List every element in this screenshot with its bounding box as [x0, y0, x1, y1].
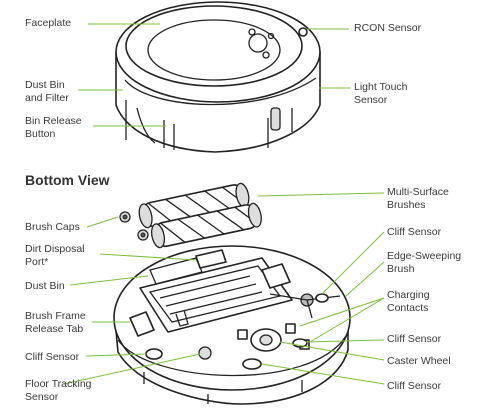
label-edge-sweeping-line1: Edge-Sweeping: [387, 250, 462, 262]
label-cliff-sensor-top-right: Cliff Sensor: [387, 226, 442, 238]
top-leader-lines: [78, 23, 350, 127]
label-bin-release-button: Bin Release Button: [25, 115, 82, 141]
label-floor-tracking-sensor: Floor Tracking Sensor: [25, 378, 92, 404]
light-touch-window: [270, 107, 281, 131]
label-floor-tracking-line1: Floor Tracking: [25, 378, 92, 390]
label-dirt-disposal-line1: Dirt Disposal: [25, 243, 85, 255]
rcon-sensor-shape: [298, 27, 308, 37]
bottom-view-robot: [113, 245, 351, 405]
label-brush-frame-line2: Release Tab: [25, 323, 84, 335]
section-title-bottom-view: Bottom View: [25, 172, 110, 188]
label-charging-contacts: Charging Contacts: [387, 289, 430, 315]
label-faceplate: Faceplate: [25, 17, 72, 29]
label-dust-bin: Dust Bin: [25, 280, 65, 292]
label-brush-frame-release-tab: Brush Frame Release Tab: [25, 310, 86, 336]
label-multi-surface-line2: Brushes: [387, 199, 426, 211]
bottom-leader-lines: [63, 192, 385, 385]
label-light-touch-line2: Sensor: [354, 94, 388, 106]
label-edge-sweeping-brush: Edge-Sweeping Brush: [387, 250, 461, 276]
label-multi-surface-brushes: Multi-Surface Brushes: [387, 186, 449, 212]
label-dust-bin-and-filter-line2: and Filter: [25, 92, 69, 104]
label-edge-sweeping-line2: Brush: [387, 263, 415, 275]
label-brush-frame-line1: Brush Frame: [25, 310, 86, 322]
label-brush-caps: Brush Caps: [25, 221, 80, 233]
label-bin-release-line2: Button: [25, 128, 56, 140]
label-light-touch-line1: Light Touch: [354, 81, 408, 93]
multi-surface-brushes: [119, 182, 262, 249]
label-cliff-sensor-left: Cliff Sensor: [25, 351, 80, 363]
label-floor-tracking-line2: Sensor: [25, 391, 59, 403]
top-view-robot: [115, 1, 321, 153]
label-dust-bin-and-filter-line1: Dust Bin: [25, 79, 65, 91]
label-dirt-disposal-port: Dirt Disposal Port*: [25, 243, 85, 269]
label-multi-surface-line1: Multi-Surface: [387, 186, 449, 198]
label-dust-bin-and-filter: Dust Bin and Filter: [25, 79, 69, 105]
label-charging-contacts-line1: Charging: [387, 289, 430, 301]
label-caster-wheel: Caster Wheel: [387, 355, 451, 367]
floor-tracking-shape: [198, 346, 212, 360]
label-charging-contacts-line2: Contacts: [387, 302, 429, 314]
label-bin-release-line1: Bin Release: [25, 115, 82, 127]
label-rcon-sensor: RCON Sensor: [354, 22, 422, 34]
label-cliff-sensor-mid-right: Cliff Sensor: [387, 333, 442, 345]
label-cliff-sensor-bottom-right: Cliff Sensor: [387, 380, 442, 392]
label-light-touch-sensor: Light Touch Sensor: [354, 81, 408, 107]
label-dirt-disposal-line2: Port*: [25, 256, 49, 268]
